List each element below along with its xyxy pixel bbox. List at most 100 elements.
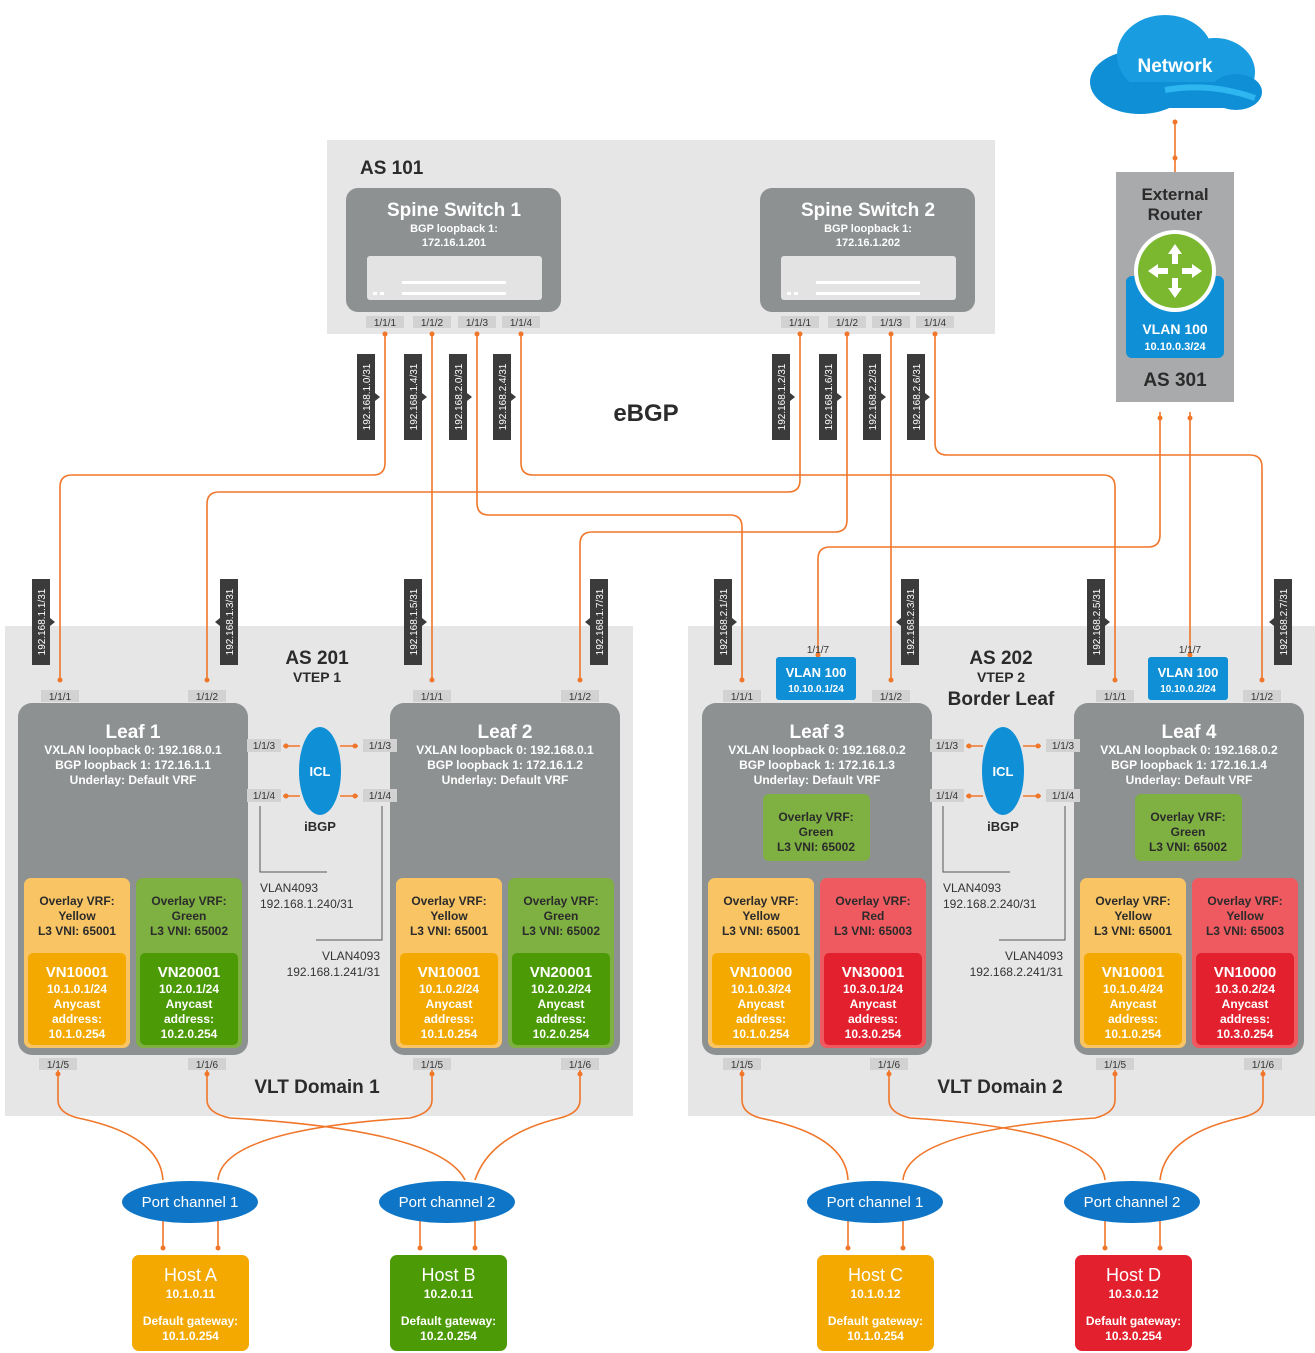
leaf1-bottom-port-2: 1/1/6 [196, 1060, 219, 1071]
host3-gateway-label: Default gateway: [828, 1314, 923, 1328]
as101-label: AS 101 [360, 158, 424, 179]
leaf1-vrf1-t1: Overlay VRF: [39, 894, 114, 908]
router-ip: 10.10.0.3/24 [1144, 341, 1206, 353]
spine-link-tag-5: 192.168.1.2/31 [772, 354, 795, 440]
leaf3-vxlan-loopback: VXLAN loopback 0: 192.168.0.2 [728, 743, 906, 757]
leaf4-vlan-label: VLAN 100 [1158, 665, 1219, 680]
ebgp-label: eBGP [613, 400, 678, 427]
spine-link-tag-8-text: 192.168.2.6/31 [912, 363, 923, 430]
port-channel-2-label: Port channel 2 [399, 1194, 496, 1211]
leaf-link-tag-5: 192.168.2.1/31 [714, 579, 737, 665]
domain1-vlan-b: VLAN4093 [322, 949, 380, 963]
leaf-link-tag-2-text: 192.168.1.3/31 [225, 588, 236, 655]
leaf4-name: Leaf 4 [1162, 722, 1217, 743]
spine2-loopback-ip: 172.16.1.202 [836, 237, 900, 249]
network-cloud[interactable]: Network [1090, 15, 1262, 114]
icl-2-label: ICL [993, 764, 1014, 779]
icl-domain-2: ICL iBGP VLAN4093 192.168.2.240/31 VLAN4… [942, 727, 1066, 979]
leaf4-vrf2-d3: address: [1220, 1012, 1270, 1026]
port-channel-2[interactable]: Port channel 2 [379, 1181, 515, 1223]
vtep1-label: VTEP 1 [293, 669, 341, 685]
host1-gateway-ip: 10.1.0.254 [162, 1329, 219, 1343]
leaf1-bottom-port-1: 1/1/5 [47, 1060, 70, 1071]
icl-2-ibgp: iBGP [987, 819, 1019, 834]
spine-link-tag-7-text: 192.168.2.2/31 [868, 363, 879, 430]
router-title-2: Router [1148, 205, 1203, 224]
icl2-port-3-left: 1/1/3 [936, 741, 959, 752]
leaf3-vrf1-t3: L3 VNI: 65001 [722, 924, 800, 938]
as202-label: AS 202 [969, 648, 1032, 669]
leaf4-vxlan-loopback: VXLAN loopback 0: 192.168.0.2 [1100, 743, 1278, 757]
leaf3-top-port-2: 1/1/2 [880, 692, 903, 703]
leaf-link-tag-4-text: 192.168.1.7/31 [595, 588, 606, 655]
leaf1-vrf1-d2: Anycast [54, 997, 101, 1011]
as201-label: AS 201 [285, 648, 349, 669]
leaf2-bottom-port-2: 1/1/6 [569, 1060, 592, 1071]
icl1-port-3-right: 1/1/3 [369, 741, 392, 752]
leaf1-vrf2-d3: address: [164, 1012, 214, 1026]
leaf2-vrf1-vn: VN10001 [418, 964, 481, 981]
leaf-link-tag-4: 192.168.1.7/31 [585, 579, 608, 665]
leaf4-top-port-2: 1/1/2 [1251, 692, 1274, 703]
leaf3-vrf1-vn: VN10000 [730, 964, 793, 981]
leaf3-vrf2-vn: VN30001 [842, 964, 905, 981]
router-title-1: External [1141, 185, 1208, 204]
domain2-vlan-a: VLAN4093 [943, 881, 1001, 895]
icl-1-label: ICL [310, 764, 331, 779]
cloud-label: Network [1138, 56, 1213, 77]
spine2-loopback-label: BGP loopback 1: [824, 223, 912, 235]
leaf1-underlay: Underlay: Default VRF [70, 773, 197, 787]
leaf2-vrf2-t3: L3 VNI: 65002 [522, 924, 600, 938]
leaf4-vrf1-vn: VN10001 [1102, 964, 1165, 981]
leaf2-bgp-loopback: BGP loopback 1: 172.16.1.2 [427, 758, 583, 772]
leaf4-vrf2-d2: Anycast [1222, 997, 1269, 1011]
leaf4-vrf1-d4: 10.1.0.254 [1105, 1027, 1162, 1041]
icl2-port-3-right: 1/1/3 [1052, 741, 1075, 752]
host1-ip: 10.1.0.11 [166, 1287, 216, 1301]
leaf4-vrf2-t3: L3 VNI: 65003 [1206, 924, 1284, 938]
icl2-port-4-left: 1/1/4 [936, 791, 959, 802]
host2-name: Host B [421, 1265, 475, 1285]
leaf4-top-port-1: 1/1/1 [1104, 692, 1127, 703]
spine-switch-2[interactable]: Spine Switch 2 BGP loopback 1: 172.16.1.… [760, 188, 975, 312]
spine-switch-1[interactable]: Spine Switch 1 BGP loopback 1: 172.16.1.… [346, 188, 561, 312]
port-channel-1[interactable]: Port channel 1 [122, 1181, 258, 1223]
leaf-link-tag-8-text: 192.168.2.7/31 [1279, 588, 1290, 655]
leaf4-vrf2-d1: 10.3.0.2/24 [1215, 982, 1275, 996]
leaf4-vrf1-t1: Overlay VRF: [1095, 894, 1170, 908]
port-channel-4[interactable]: Port channel 2 [1064, 1181, 1200, 1223]
leaf4-vrf1-d2: Anycast [1110, 997, 1157, 1011]
host2-ip: 10.2.0.11 [424, 1287, 474, 1301]
spine-link-tag-8: 192.168.2.6/31 [907, 354, 930, 440]
leaf4-vrf1-d3: address: [1108, 1012, 1158, 1026]
spine1-loopback-ip: 172.16.1.201 [422, 237, 486, 249]
spine1-port-panel [367, 256, 542, 300]
external-router[interactable]: External Router VLAN 100 10.10.0.3/24 AS… [1116, 172, 1234, 402]
leaf2-vrf1-t3: L3 VNI: 65001 [410, 924, 488, 938]
leaf3-vrf1-d2: Anycast [738, 997, 785, 1011]
leaf4-vlan100: 1/1/7 VLAN 100 10.10.0.2/24 [1148, 645, 1228, 700]
leaf3-vrf2-d1: 10.3.0.1/24 [843, 982, 903, 996]
leaf1-name: Leaf 1 [106, 722, 161, 743]
domain2-ip-b: 192.168.2.241/31 [970, 965, 1064, 979]
port-channel-3[interactable]: Port channel 1 [807, 1181, 943, 1223]
vtep2-label: VTEP 2 [977, 669, 1025, 685]
leaf2-vrf2-t1: Overlay VRF: [523, 894, 598, 908]
port-channel-1-label: Port channel 1 [142, 1194, 239, 1211]
spine2-port-panel [781, 256, 956, 300]
leaf3-bottom-port-2: 1/1/6 [878, 1060, 901, 1071]
host2-gateway-ip: 10.2.0.254 [420, 1329, 477, 1343]
